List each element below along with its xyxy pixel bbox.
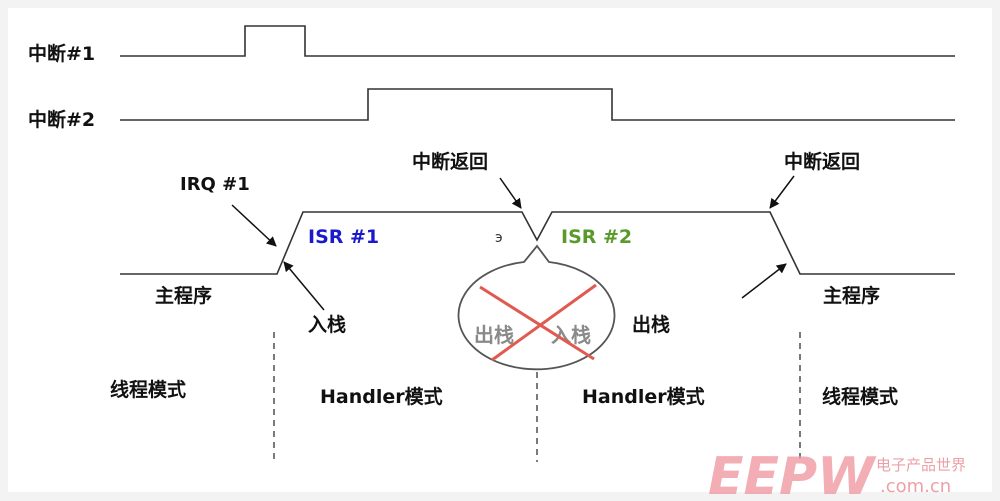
irq2-signal-label: 中断#2 xyxy=(28,108,95,131)
irq2-waveform xyxy=(120,88,955,121)
execution-level-line xyxy=(120,211,955,275)
interrupt-return-label-1: 中断返回 xyxy=(412,150,488,173)
cross-line-1 xyxy=(479,285,595,361)
eepw-domain: .com.cn xyxy=(880,476,951,497)
irq-entry-arrow xyxy=(231,204,277,247)
push-label: 入栈 xyxy=(308,313,346,336)
thread-mode-label-left: 线程模式 xyxy=(110,378,186,401)
diagram-panel xyxy=(8,8,992,492)
interrupt-return-arrow-2 xyxy=(769,175,795,209)
interrupt-return-arrow-1 xyxy=(499,177,522,209)
cross-line-2 xyxy=(491,283,597,362)
push-arrow xyxy=(283,261,325,311)
eepw-name: 电子产品世界 xyxy=(876,456,966,474)
handler-mode-label-2: Handler模式 xyxy=(582,385,705,408)
eepw-watermark: EEPW 电子产品世界 .com.cn xyxy=(708,447,966,501)
main-program-label-right: 主程序 xyxy=(823,284,880,307)
tail-chaining-bubble xyxy=(457,244,616,371)
irq1-signal-label: 中断#1 xyxy=(28,42,95,65)
bubble-pop-label: 出栈 xyxy=(474,323,514,347)
pop-arrow xyxy=(741,263,787,299)
eepw-logo: EEPW xyxy=(708,447,877,501)
thread-mode-label-right: 线程模式 xyxy=(822,385,898,408)
main-program-label-left: 主程序 xyxy=(155,284,212,307)
irq-entry-label: IRQ #1 xyxy=(180,174,250,195)
small-mark: э xyxy=(495,230,503,246)
pop-label: 出栈 xyxy=(632,313,670,336)
isr2-label: ISR #2 xyxy=(561,226,632,248)
irq1-waveform xyxy=(120,25,955,57)
isr1-label: ISR #1 xyxy=(308,226,379,248)
handler-mode-label-1: Handler模式 xyxy=(320,385,443,408)
interrupt-return-label-2: 中断返回 xyxy=(784,150,860,173)
